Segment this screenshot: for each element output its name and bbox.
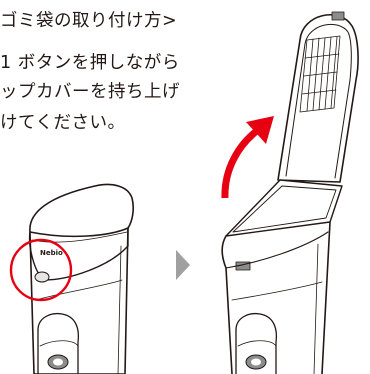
curved-arrow-up-right-icon [221,116,274,199]
instructions-step-line-2: ップカバーを持ち上げ [0,82,180,102]
lid-filter-grid [299,35,341,113]
button-highlight-circle [9,238,73,302]
instructions-title: ゴミ袋の取り付け方> [0,11,178,31]
instructions-step-line-3: けてください。 [0,113,126,133]
bin-closed [28,183,135,374]
instructions-step-line-1: 1 ボタンを押しながら [0,53,180,73]
brand-logo: Nebio [40,249,63,257]
triangle-right-icon [176,250,190,280]
bin-open [221,11,359,374]
